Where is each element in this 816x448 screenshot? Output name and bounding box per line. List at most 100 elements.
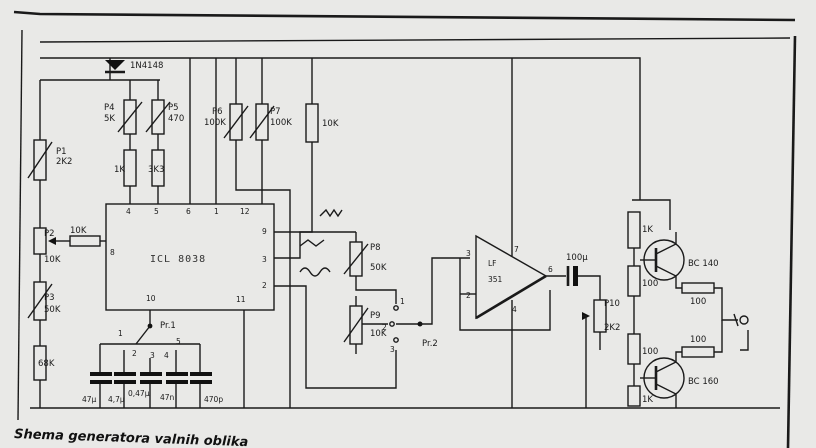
pot-p5-value: 470 [168,114,184,124]
diode-1n4148 [105,58,125,80]
resistor-100-d-label: 100 [690,335,706,345]
square-wave-icon [319,208,343,218]
opamp-lf351 [475,234,548,320]
ic-icl8038-label: ICL 8038 [150,254,206,265]
pot-p2-value: 10K [44,255,61,265]
resistor-1k-top-right-label: 1K [642,225,653,235]
wire-pin2-sine [274,285,397,389]
ic-pin1: 1 [214,207,219,216]
resistor-100-b [627,333,641,365]
cap-bank-value-1: 4,7µ [108,395,125,404]
pr1-pos4-label: 4 [164,351,169,360]
pot-p5-name: P5 [168,103,179,113]
wire-pin3-triangle [274,231,356,259]
wire-p8-pr2 [355,276,397,304]
frame-left-edge [17,29,23,421]
sine-wave-icon [299,267,331,277]
bc160-emitter [655,351,682,373]
pot-p8 [343,241,369,277]
resistor-68k-label: 68K [38,359,55,369]
pr1-pos3-label: 3 [150,351,155,360]
resistor-1k-left-label: 1K [114,165,125,175]
triangle-wave-icon [299,239,325,247]
resistor-1k-left [123,149,137,187]
ic-pin12: 12 [240,207,250,216]
pot-p1-value: 2K2 [56,157,72,167]
resistor-10k-top [305,103,319,143]
pr1-label[interactable]: Pr.1 [160,321,176,331]
ic-pin4: 4 [126,207,131,216]
pot-p1-name: P1 [56,147,67,157]
cap-bank-value-3: 47n [160,393,175,402]
resistor-1k-bottom-right-label: 1K [642,395,653,405]
output-jack[interactable] [739,315,749,325]
ic-pin5: 5 [154,207,159,216]
ic-pin11: 11 [236,295,246,304]
frame-right-edge [786,35,797,448]
pr2-label: Pr.2 [422,339,438,349]
pot-p5 [145,99,171,135]
ic-pin8: 8 [110,248,115,257]
opamp-name-line2: 351 [488,275,503,284]
wire-cap-p10 [578,275,601,300]
pr1-lever[interactable] [135,325,151,345]
frame-top-edge [13,10,796,22]
opamp-pin6: 6 [548,265,553,274]
resistor-100-a [627,265,641,297]
bc160-collector [655,383,677,408]
wire-pin9-out [274,218,313,233]
cap-out-plate2 [573,266,578,286]
pot-p4-value: 5K [104,114,115,124]
wire-out-lower [714,320,723,353]
transistor-bc160-label: BC 160 [688,377,719,387]
resistor-10k-p2 [69,235,101,247]
bc140-collector [655,232,677,255]
wire-out-upper [714,287,738,321]
pot-p9 [343,305,369,345]
opamp-name-line1: LF [488,259,497,268]
wire-pr2-opamp [420,257,470,325]
wire-p10-wiper [582,315,587,408]
output-jack-mark [733,313,739,327]
figure-caption: Shema generatora valnih oblika [14,427,249,448]
top-rail [40,57,641,200]
pot-p9-name: P9 [370,311,381,321]
pot-p7-name: P7 [270,107,281,117]
pr2-pos3-label: 3 [390,345,395,354]
opamp-thick-edge [475,274,547,320]
cap-out-label: 100µ [566,253,588,263]
wire-1k-top [632,199,671,230]
ic-icl8038 [105,203,275,311]
pot-p3-value: 50K [44,305,61,315]
pot-p4-name: P4 [104,103,115,113]
pr1-pos1-label: 1 [118,329,123,338]
resistor-100-b-label: 100 [642,347,658,357]
resistor-1k-bottom-right [627,385,641,407]
pr2-contact-1 [393,305,399,311]
resistor-100-d [681,346,715,358]
wire-p6-down [235,140,291,408]
opamp-pin2: 2 [466,291,471,300]
pot-p10-name: P10 [604,299,620,309]
pr2-pos2-label: 2 [382,323,387,332]
ic-pin9: 9 [262,227,267,236]
pot-p8-value: 50K [370,263,387,273]
pot-p2-name: P2 [44,229,55,239]
transistor-bc140-label: BC 140 [688,259,719,269]
resistor-10k-top-label: 10K [322,119,339,129]
resistor-100-c-label: 100 [690,297,706,307]
pot-p1 [27,139,53,181]
resistor-10k-p2-label: 10K [70,226,87,236]
opamp-pin7: 7 [514,245,519,254]
cap-bank-value-0: 47µ [82,395,97,404]
frame-inner-top [39,37,791,43]
pot-p10-value: 2K2 [604,323,620,333]
output-gnd-wire [740,330,749,351]
ic-pin10: 10 [146,294,156,303]
pr1-pos2-label: 2 [132,349,137,358]
cap-bank-value-2: 0,47µ [128,389,150,398]
opamp-pin3: 3 [466,249,471,258]
pot-p3-name: P3 [44,293,55,303]
opamp-pin4: 4 [512,305,517,314]
